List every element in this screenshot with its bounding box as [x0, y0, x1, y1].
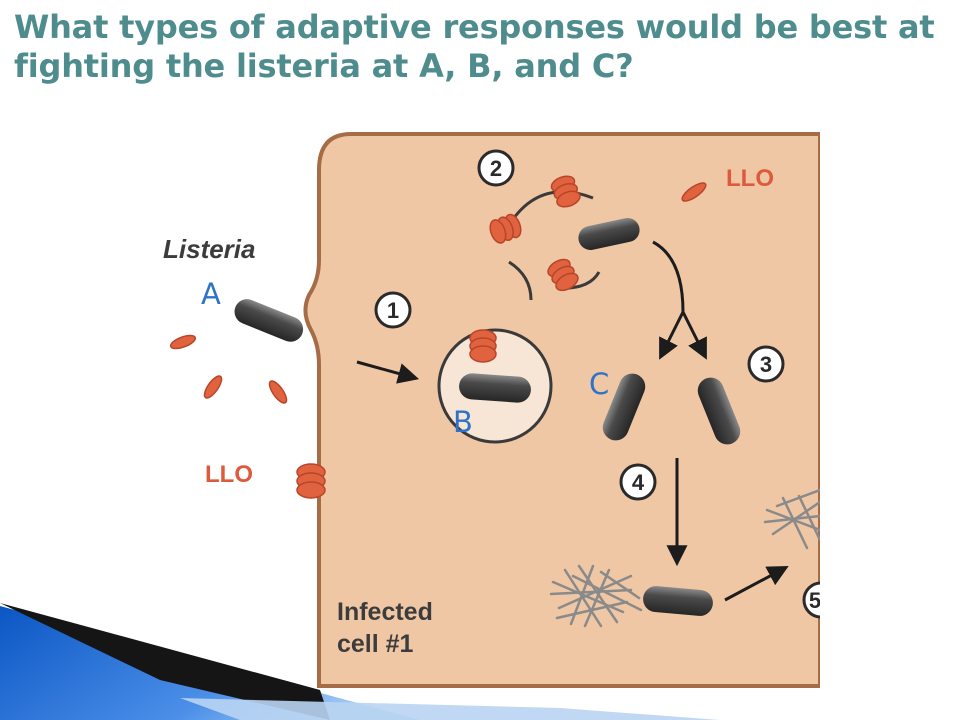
slide-title: What types of adaptive responses would b… [14, 8, 935, 85]
marker-c: C [589, 367, 609, 401]
black-swoosh [0, 603, 330, 720]
step-marker-4: 4 [619, 463, 657, 501]
arrow-split-left [659, 311, 685, 360]
listeria-bacterium-c-right [697, 377, 741, 445]
arrow-step5 [724, 566, 789, 602]
infected-cell [303, 132, 820, 688]
listeria-bacterium-b [459, 373, 531, 403]
marker-b: B [453, 405, 473, 439]
llo-molecule [203, 375, 223, 399]
llo-molecule [681, 182, 707, 202]
arrow-step2 [652, 240, 685, 313]
step-marker-1: 1 [374, 291, 412, 329]
llo-pore-fragment-3 [547, 258, 579, 292]
listeria-bacterium-step2 [578, 218, 640, 250]
marker-a: A [201, 277, 221, 311]
step-number-3: 3 [760, 352, 772, 377]
vacuole-fragment-left [508, 260, 533, 301]
vacuole-fragment-upper [509, 190, 594, 223]
llo-pore-fragment-1 [550, 175, 581, 208]
infected-cell-label-line2: cell #1 [337, 630, 414, 658]
listeria-bacterium-c-left [602, 373, 646, 441]
infected-cell-label-line1: Infected [337, 598, 433, 626]
step-number-2: 2 [490, 156, 502, 181]
step-number-5: 5 [809, 588, 820, 613]
listeria-label: Listeria [163, 234, 256, 264]
llo-pore-membrane [296, 463, 326, 499]
listeria-bacterium-step4 [643, 586, 713, 616]
arrow-step1 [356, 360, 420, 384]
step-number-1: 1 [387, 298, 399, 323]
arrow-split-right [681, 311, 707, 360]
step-marker-3: 3 [747, 345, 785, 383]
llo-label-top: LLO [726, 165, 774, 192]
step-number-4: 4 [632, 470, 645, 495]
actin-mesh [549, 564, 643, 628]
step-marker-2: 2 [477, 149, 515, 187]
light-swoosh [180, 698, 720, 720]
llo-pore-fragment-2 [489, 213, 522, 244]
listeria-diagram: 1 2 3 4 5 Listeria LLO LLO Infected cell… [161, 130, 820, 690]
step-marker-5: 5 [802, 581, 820, 619]
listeria-bacterium-a [234, 299, 304, 342]
llo-label-left: LLO [205, 461, 253, 488]
llo-molecule [268, 380, 288, 404]
actin-mesh-right [763, 488, 820, 550]
llo-molecule [169, 334, 197, 350]
llo-pore-vacuole [469, 329, 497, 363]
